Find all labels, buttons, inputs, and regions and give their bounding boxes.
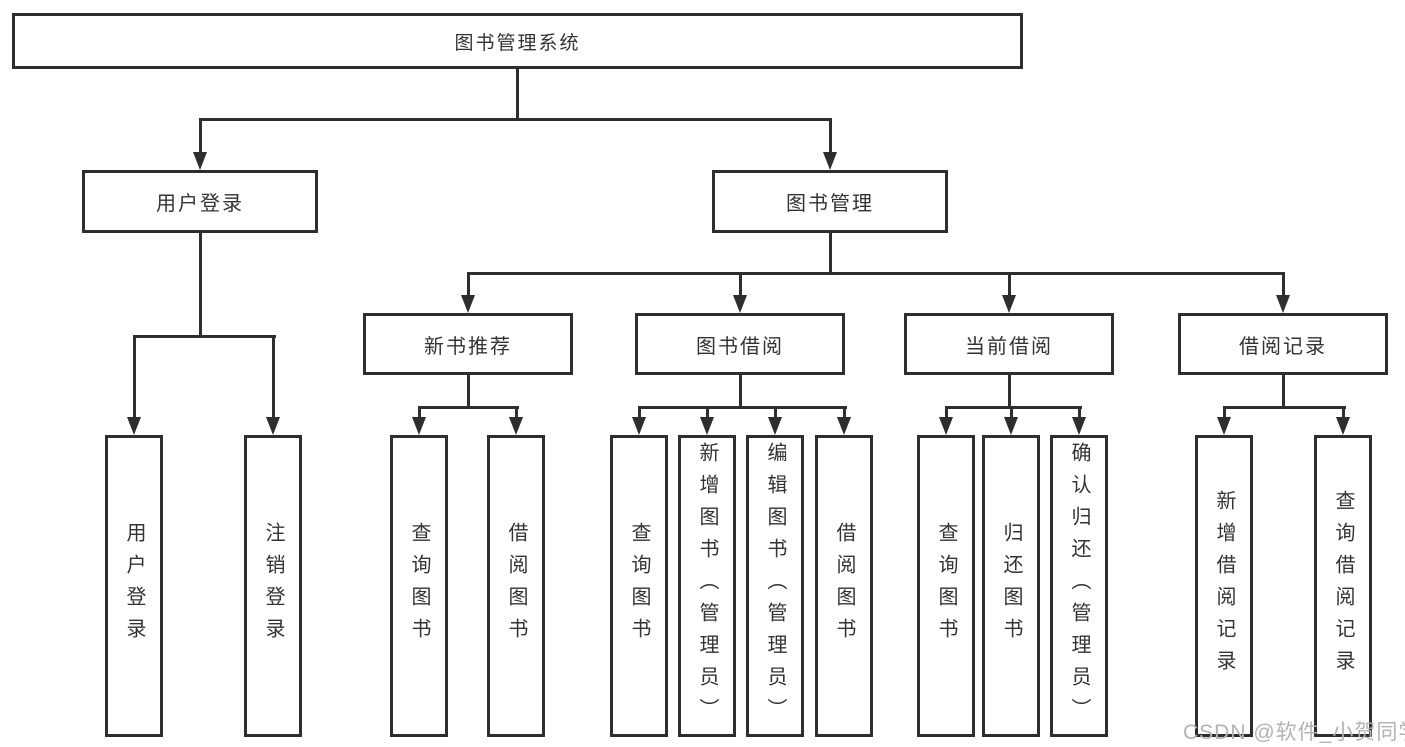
connector-line: [198, 118, 832, 121]
node-label: 当前借阅: [965, 335, 1053, 358]
connector-line: [637, 406, 641, 419]
leaf-borrow-books: 借阅图书: [815, 435, 873, 737]
down-arrowhead-icon: [1004, 417, 1018, 435]
node-label: 注销登录: [262, 522, 284, 650]
connector-line: [1281, 272, 1285, 297]
node-label: 查询借阅记录: [1332, 490, 1354, 682]
connector-line: [417, 406, 519, 409]
connector-line: [738, 272, 742, 297]
leaf-borrow-books-recommend: 借阅图书: [487, 435, 545, 737]
connector-line: [637, 406, 847, 409]
connector-line: [1009, 406, 1013, 419]
down-arrowhead-icon: [632, 417, 646, 435]
down-arrowhead-icon: [823, 152, 837, 170]
connector-line: [1222, 406, 1226, 419]
leaf-return-books: 归还图书: [982, 435, 1040, 737]
node-book-borrow: 图书借阅: [635, 313, 845, 375]
connector-line: [1281, 375, 1285, 406]
down-arrowhead-icon: [193, 152, 207, 170]
node-label: 新书推荐: [424, 335, 512, 358]
connector-line: [842, 406, 846, 419]
down-arrowhead-icon: [939, 417, 953, 435]
node-label: 图书管理系统: [454, 32, 581, 54]
node-label: 借阅图书: [505, 522, 527, 650]
node-root-library-system: 图书管理系统: [12, 13, 1023, 69]
node-label: 借阅图书: [833, 522, 855, 650]
connector-line: [132, 335, 136, 419]
connector-line: [132, 335, 276, 338]
connector-line: [1222, 406, 1346, 409]
down-arrowhead-icon: [266, 417, 280, 435]
down-arrowhead-icon: [1276, 295, 1290, 313]
node-label: 确认归还（管理员）: [1068, 442, 1090, 730]
node-label: 借阅记录: [1239, 335, 1327, 358]
node-label: 查询图书: [628, 522, 650, 650]
leaf-query-books-borrow: 查询图书: [610, 435, 668, 737]
node-label: 新增借阅记录: [1213, 490, 1235, 682]
leaf-query-borrow-record: 查询借阅记录: [1314, 435, 1372, 737]
node-current-borrow: 当前借阅: [904, 313, 1114, 375]
connector-line: [514, 406, 518, 419]
down-arrowhead-icon: [837, 417, 851, 435]
connector-line: [198, 233, 202, 335]
connector-line: [828, 118, 832, 154]
leaf-query-books-current: 查询图书: [917, 435, 975, 737]
connector-line: [198, 118, 202, 154]
connector-line: [944, 406, 948, 419]
connector-line: [738, 375, 742, 406]
connector-line: [1341, 406, 1345, 419]
node-label: 查询图书: [935, 522, 957, 650]
node-label: 用户登录: [123, 522, 145, 650]
down-arrowhead-icon: [1002, 295, 1016, 313]
down-arrowhead-icon: [412, 417, 426, 435]
down-arrowhead-icon: [127, 417, 141, 435]
connector-line: [466, 272, 470, 297]
csdn-watermark: CSDN @软件_小贺同学: [1183, 721, 1405, 744]
node-label: 归还图书: [1000, 522, 1022, 650]
connector-line: [1077, 406, 1081, 419]
down-arrowhead-icon: [700, 417, 714, 435]
leaf-user-login: 用户登录: [105, 435, 163, 737]
node-user-login: 用户登录: [82, 170, 318, 233]
down-arrowhead-icon: [1336, 417, 1350, 435]
connector-line: [944, 406, 1082, 409]
connector-line: [417, 406, 421, 419]
node-label: 图书管理: [786, 193, 874, 215]
node-label: 新增图书（管理员）: [696, 442, 718, 730]
connector-line: [773, 406, 777, 419]
node-label: 用户登录: [156, 193, 244, 215]
node-book-management: 图书管理: [712, 170, 948, 233]
node-borrow-records: 借阅记录: [1178, 313, 1388, 375]
connector-line: [705, 406, 709, 419]
leaf-query-books-recommend: 查询图书: [390, 435, 448, 737]
leaf-edit-books-admin: 编辑图书（管理员）: [746, 435, 804, 737]
down-arrowhead-icon: [768, 417, 782, 435]
leaf-logout: 注销登录: [244, 435, 302, 737]
leaf-confirm-return-admin: 确认归还（管理员）: [1050, 435, 1108, 737]
leaf-add-books-admin: 新增图书（管理员）: [678, 435, 736, 737]
connector-line: [466, 375, 470, 406]
node-label: 编辑图书（管理员）: [764, 442, 786, 730]
leaf-add-borrow-record: 新增借阅记录: [1195, 435, 1253, 737]
connector-line: [1007, 375, 1011, 406]
node-label: 图书借阅: [696, 335, 784, 358]
connector-line: [515, 69, 519, 118]
connector-line: [1007, 272, 1011, 297]
node-label: 查询图书: [408, 522, 430, 650]
down-arrowhead-icon: [1217, 417, 1231, 435]
down-arrowhead-icon: [509, 417, 523, 435]
connector-line: [828, 233, 832, 272]
connector-line: [271, 335, 275, 419]
down-arrowhead-icon: [1072, 417, 1086, 435]
connector-line: [466, 272, 1285, 275]
down-arrowhead-icon: [733, 295, 747, 313]
node-new-book-recommend: 新书推荐: [363, 313, 573, 375]
down-arrowhead-icon: [461, 295, 475, 313]
